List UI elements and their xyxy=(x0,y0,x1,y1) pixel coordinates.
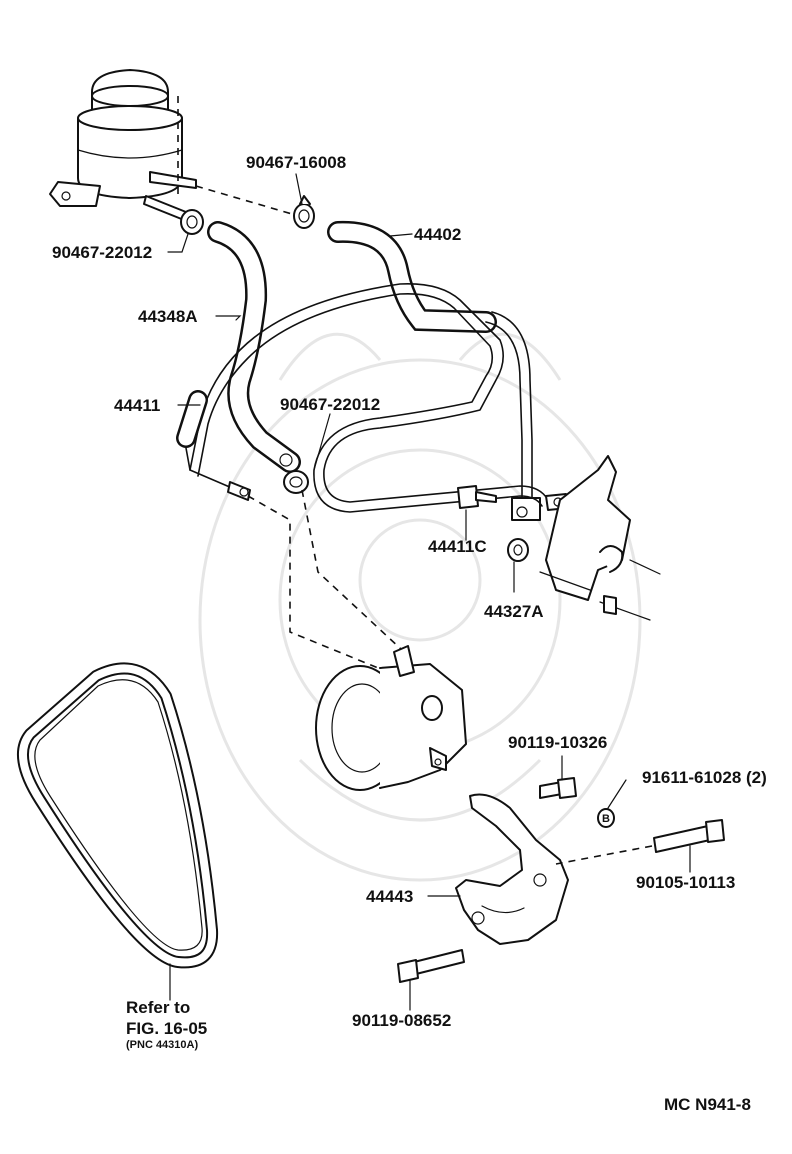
bolt-upper-part[interactable] xyxy=(539,777,577,799)
figure-code: MC N941-8 xyxy=(664,1095,751,1114)
label-bolt-long: 90105-10113 xyxy=(636,873,735,892)
label-clamp-top: 90467-16008 xyxy=(246,153,346,172)
label-union-bolt: 44411C xyxy=(428,537,487,556)
label-bolt-lower: 90119-08652 xyxy=(352,1011,451,1030)
suction-hose[interactable] xyxy=(207,221,301,473)
washer-part[interactable] xyxy=(597,808,615,828)
belt-note-line-2: FIG. 16-05 xyxy=(126,1019,207,1038)
power-steering-pump[interactable] xyxy=(315,645,467,791)
washer-mark: B xyxy=(602,813,610,825)
clamp-top-guide xyxy=(195,185,293,215)
label-return-hose: 44402 xyxy=(414,225,461,244)
clamp-top-part[interactable] xyxy=(293,195,315,229)
drive-belt xyxy=(17,662,219,969)
label-clamp-left: 90467-22012 xyxy=(52,243,152,262)
gasket-part[interactable] xyxy=(507,538,529,562)
leader-lines xyxy=(167,173,691,1011)
label-washer: 91611-61028 (2) xyxy=(642,768,767,787)
watermark-emblem xyxy=(198,332,642,882)
suction-guide-line xyxy=(301,489,403,651)
pump-bracket[interactable] xyxy=(455,793,569,945)
bolt-lower-part[interactable] xyxy=(397,949,465,983)
label-clamp-mid: 90467-22012 xyxy=(280,395,380,414)
return-hose[interactable] xyxy=(327,220,541,521)
pressure-guide-line xyxy=(247,495,389,673)
bolt-long-guide xyxy=(555,845,653,865)
belt-note-line-1: Refer to xyxy=(126,998,190,1017)
clamp-left-part[interactable] xyxy=(180,209,204,235)
label-suction-hose: 44348A xyxy=(138,307,198,326)
label-pressure-tube: 44411 xyxy=(114,396,160,415)
label-gasket: 44327A xyxy=(484,602,544,621)
union-bolt-part[interactable] xyxy=(457,485,497,509)
bolt-long-part[interactable] xyxy=(653,819,725,853)
reservoir-tank[interactable] xyxy=(49,69,197,221)
steering-gear-housing xyxy=(539,455,661,621)
belt-note-line-3: (PNC 44310A) xyxy=(126,1039,198,1051)
label-bracket: 44443 xyxy=(366,887,413,906)
clamp-mid-part[interactable] xyxy=(283,470,309,494)
label-bolt-upper: 90119-10326 xyxy=(508,733,607,752)
